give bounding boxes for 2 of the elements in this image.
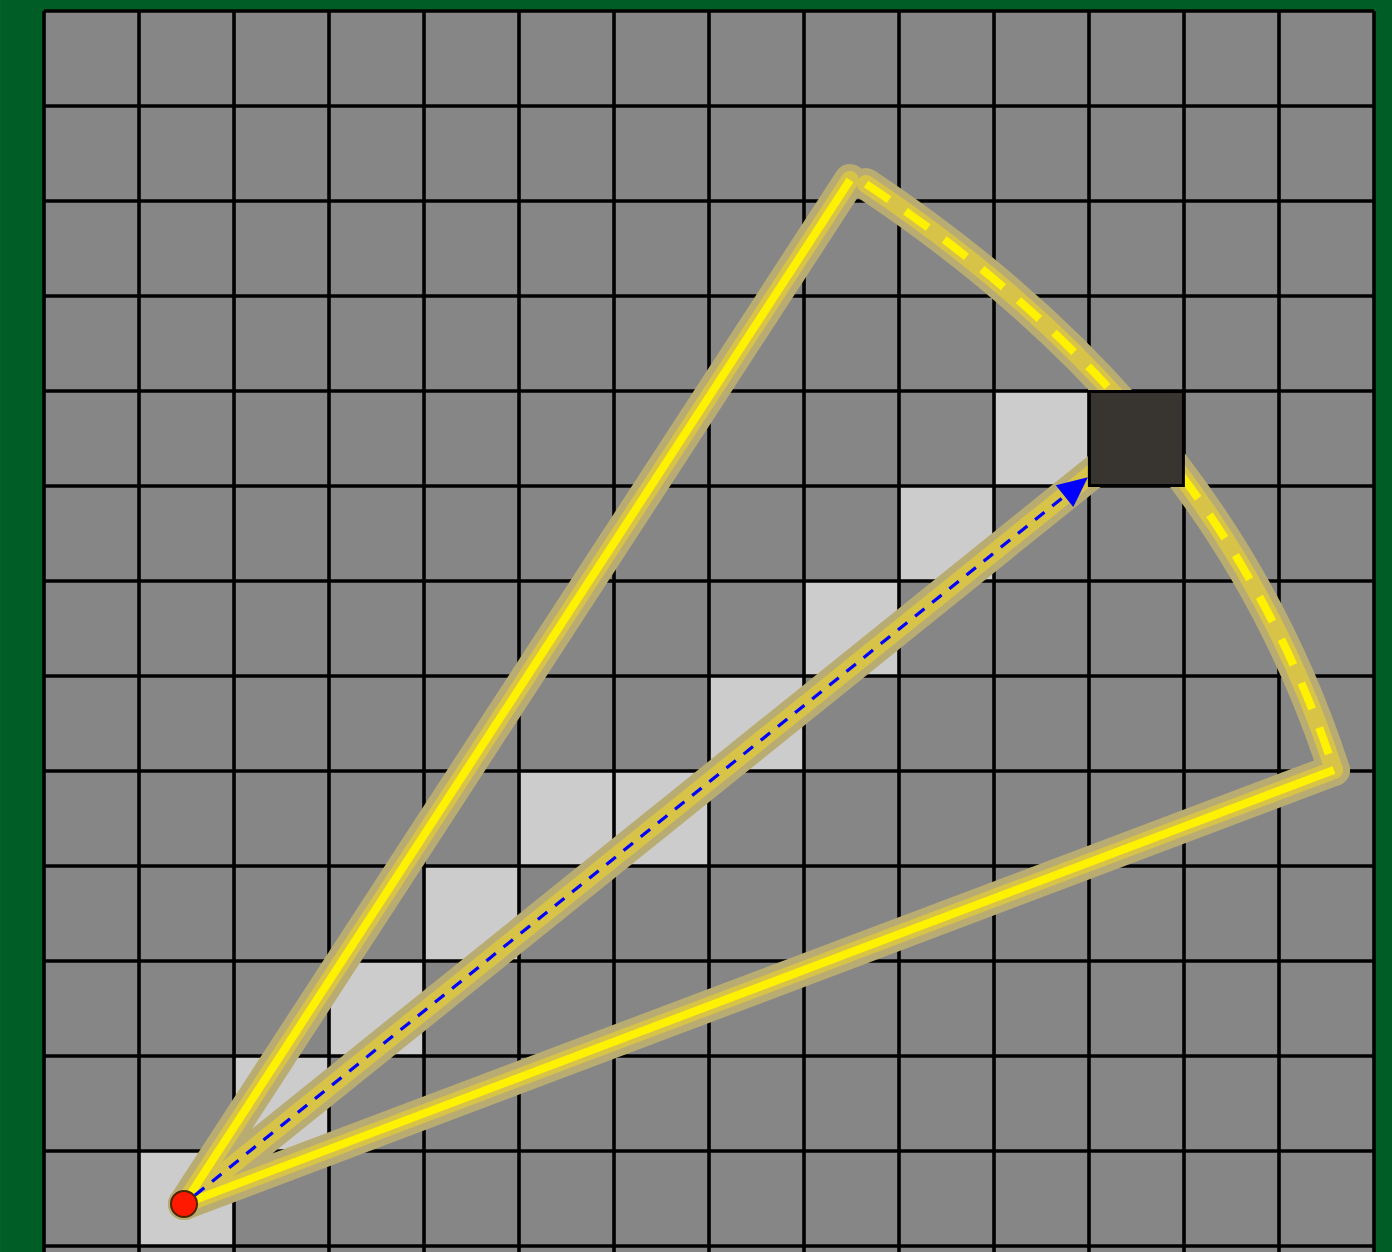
- target-cell: [1087, 389, 1185, 487]
- arrow: [193, 477, 1088, 1197]
